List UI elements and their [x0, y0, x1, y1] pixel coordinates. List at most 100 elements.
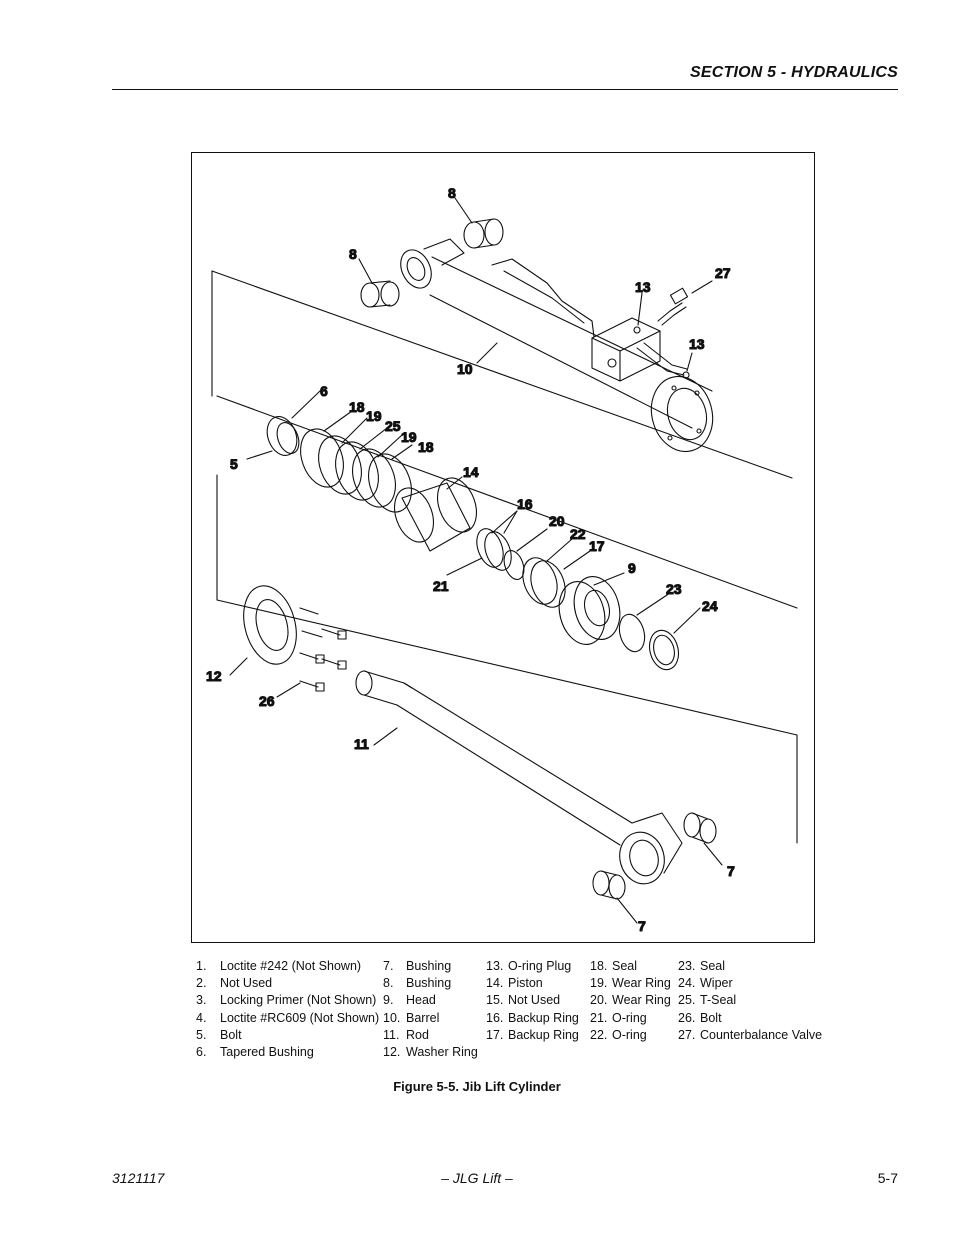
legend-text: Loctite #RC609 (Not Shown): [220, 1010, 380, 1025]
legend-text: Bushing: [406, 976, 452, 991]
callout-11: 11: [354, 736, 369, 752]
legend-item: 19.Wear Ring: [590, 975, 671, 992]
legend-text: T-Seal: [700, 993, 737, 1008]
legend-number: 23.: [678, 959, 696, 973]
legend-item: 2. Not Used: [196, 975, 379, 992]
legend-text: Washer Ring: [406, 1045, 478, 1060]
legend-item: 6.Tapered Bushing: [196, 1044, 379, 1061]
callout-8-lower: 8: [349, 246, 357, 262]
legend-number: 17.: [486, 1027, 504, 1042]
callout-13-lower: 13: [689, 336, 705, 352]
legend-text: Wear Ring: [612, 993, 671, 1008]
legend-text: O-ring Plug: [508, 959, 572, 973]
legend-item: 8.Bushing: [383, 975, 478, 992]
legend-item: 26. Bolt: [678, 1010, 822, 1027]
legend-item: 20. Wear Ring: [590, 992, 671, 1009]
callout-6: 6: [320, 383, 328, 399]
legend-text: Seal: [612, 959, 638, 973]
legend-column-5: 23.Seal 24.Wiper 25.T-Seal 26.Bolt 27.Co…: [678, 958, 822, 1044]
legend-number: 26.: [678, 1010, 696, 1025]
legend-number: 24.: [678, 976, 696, 991]
callout-18-right: 18: [418, 439, 434, 455]
legend-number: 21.: [590, 1010, 608, 1025]
legend-text: Barrel: [406, 1010, 440, 1025]
legend-number: 27.: [678, 1027, 696, 1042]
legend-item: 22. O-ring: [590, 1027, 671, 1044]
legend-text: Not Used: [220, 976, 273, 991]
legend-text: Tapered Bushing: [220, 1045, 314, 1060]
legend-text: Piston: [508, 976, 543, 991]
section-title: SECTION 5 - HYDRAULICS: [690, 64, 898, 81]
legend-item: 21. O-ring: [590, 1010, 671, 1027]
legend-item: 14.Piston: [486, 975, 579, 992]
callout-12: 12: [206, 668, 222, 684]
legend-text: Bolt: [700, 1010, 722, 1025]
legend-item: 27. Counterbalance Valve: [678, 1027, 822, 1044]
legend-item: 7. Bushing: [383, 958, 478, 975]
legend-number: 11.: [383, 1027, 400, 1042]
legend-number: 1.: [196, 959, 207, 973]
legend-item: 11. Rod: [383, 1027, 478, 1044]
legend-item: 10. Barrel: [383, 1010, 478, 1027]
legend-text: Counterbalance Valve: [700, 1027, 823, 1042]
callout-9: 9: [628, 560, 636, 576]
legend-item: 18. Seal: [590, 958, 671, 975]
legend-number: 22.: [590, 1027, 608, 1042]
legend-text: Bushing: [406, 959, 452, 973]
legend-number: 10.: [383, 1010, 401, 1025]
legend-text: Locking Primer (Not Shown): [220, 993, 377, 1008]
callout-7-right: 7: [727, 863, 735, 879]
legend-text: O-ring: [612, 1010, 647, 1025]
callout-19-left: 19: [366, 408, 382, 424]
callout-27: 27: [715, 265, 731, 281]
exploded-view-drawing: 8 8 13 27 13 10 6 18 19 25 19 18 5 14 16…: [205, 184, 798, 935]
legend-item: 12. Washer Ring: [383, 1044, 478, 1061]
callout-8-upper: 8: [448, 185, 456, 201]
legend-item: 5. Bolt: [196, 1027, 379, 1044]
legend-number: 19.: [590, 976, 608, 991]
callout-21: 21: [433, 578, 449, 594]
callout-17: 17: [589, 538, 605, 554]
legend-text: Head: [406, 993, 436, 1008]
callout-20: 20: [549, 513, 565, 529]
legend-text: Backup Ring: [508, 1027, 579, 1042]
legend-number: 16.: [486, 1010, 504, 1025]
footer-page-number: 5-7: [877, 1170, 898, 1186]
legend-text: Loctite #242 (Not Shown): [220, 959, 362, 973]
legend-item: 24.Wiper: [678, 975, 822, 992]
piston-assembly-drawing: [266, 416, 566, 608]
legend-number: 12.: [383, 1045, 401, 1060]
figure-caption: Figure 5-5. Jib Lift Cylinder: [393, 1079, 561, 1094]
legend-item: 1. Loctite #242 (Not Shown): [196, 958, 379, 975]
rod-drawing: [355, 670, 683, 885]
legend-number: 20.: [590, 993, 608, 1008]
legend-text: O-ring: [612, 1027, 647, 1042]
legend-number: 18.: [590, 959, 608, 973]
legend-item: 15.Not Used: [486, 992, 579, 1009]
callout-13-upper: 13: [635, 279, 651, 295]
legend-text: Bolt: [220, 1027, 242, 1042]
bushing-7-drawing: [592, 812, 717, 900]
legend-number: 5.: [196, 1027, 207, 1042]
legend-item: 16.Backup Ring: [486, 1010, 579, 1027]
callout-18-left: 18: [349, 399, 365, 415]
barrel-drawing: [400, 238, 714, 453]
footer-publisher: – JLG Lift –: [441, 1170, 513, 1186]
legend-item: 17. Backup Ring: [486, 1027, 579, 1044]
head-drawing: [558, 576, 680, 671]
legend-number: 7.: [383, 959, 394, 973]
callout-23: 23: [666, 581, 682, 597]
leader-lines: [229, 197, 723, 924]
callout-19-right: 19: [401, 429, 417, 445]
legend-number: 25.: [678, 993, 696, 1008]
figure-frame: 8 8 13 27 13 10 6 18 19 25 19 18 5 14 16…: [191, 152, 815, 943]
legend-column-3: 13.O-ring Plug 14.Piston 15.Not Used 16.…: [486, 958, 579, 1044]
callout-25: 25: [385, 418, 401, 434]
legend-text: Rod: [406, 1027, 429, 1042]
legend-text: Not Used: [508, 993, 561, 1008]
legend-column-4: 18. Seal 19.Wear Ring 20. Wear Ring 21. O-r…: [590, 958, 671, 1044]
legend-number: 9.: [383, 993, 394, 1008]
legend-item: 9. Head: [383, 992, 478, 1009]
legend-number: 2.: [196, 976, 207, 991]
header-rule: [112, 89, 898, 90]
